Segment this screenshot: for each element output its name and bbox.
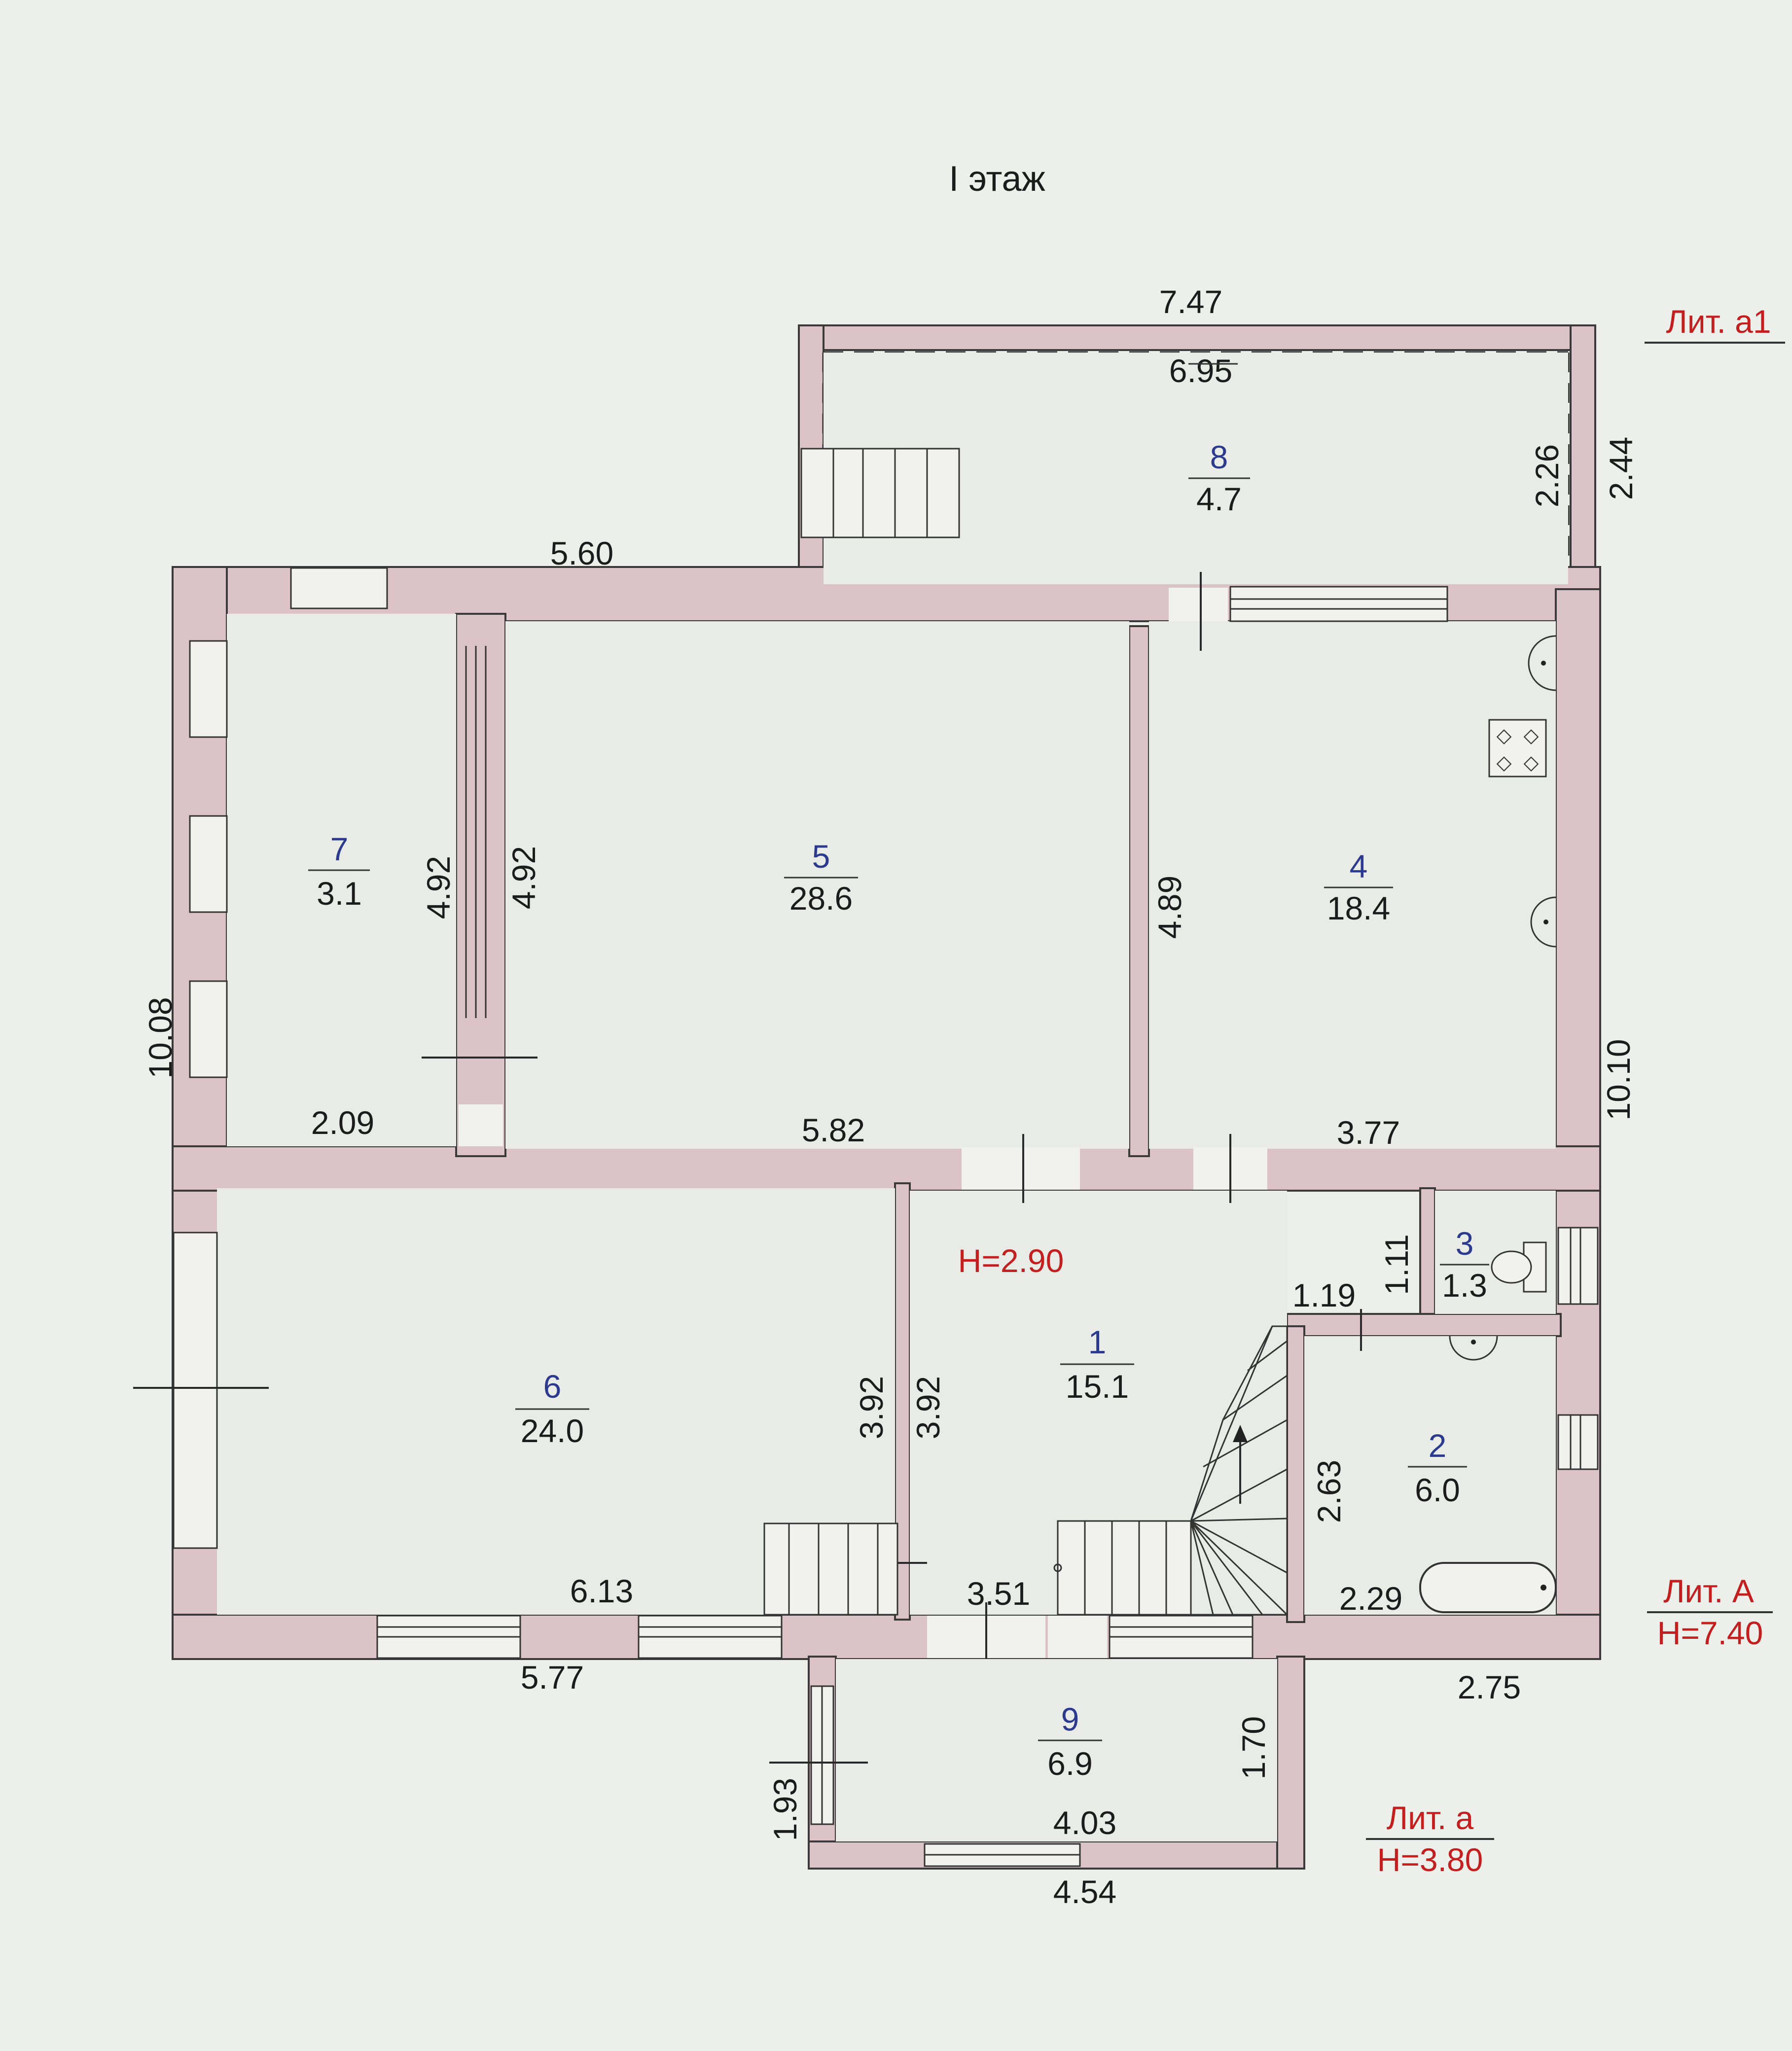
windows [133, 567, 1599, 1659]
room-area: 6.9 [1047, 1745, 1093, 1782]
dimension-label: 4.92 [420, 856, 457, 919]
dimension-label: 1.93 [767, 1778, 803, 1841]
ceiling-height-label: H=2.90 [958, 1242, 1064, 1279]
room-6-label: 6 24.0 [515, 1368, 589, 1449]
liter-height: H=7.40 [1657, 1615, 1763, 1651]
dimension-label: 4.92 [505, 846, 542, 909]
toilet-icon [1491, 1241, 1547, 1293]
room-7-label: 7 3.1 [308, 831, 370, 912]
wall-liter-a [769, 1656, 1305, 1870]
liter-name: Лит. а1 [1666, 303, 1771, 340]
room-4-label: 4 18.4 [1324, 848, 1393, 926]
dimension-label: 5.60 [550, 535, 613, 571]
dimension-label: 2.26 [1529, 444, 1565, 507]
room-area: 15.1 [1066, 1368, 1129, 1405]
liter-A-label: Лит. А H=7.40 [1647, 1573, 1773, 1651]
room-number: 6 [543, 1368, 562, 1405]
bathtub-icon [1419, 1562, 1557, 1613]
stairs-room-1 [1053, 1325, 1288, 1616]
room-number: 3 [1456, 1225, 1474, 1262]
doors [422, 572, 1362, 1674]
dimension-label: 4.03 [1053, 1804, 1116, 1841]
dimension-label: 2.75 [1458, 1669, 1521, 1705]
dimension-label: 3.92 [853, 1376, 890, 1439]
sink-icon [1449, 1336, 1498, 1361]
liter-name: Лит. а [1387, 1800, 1474, 1836]
room-area: 28.6 [789, 880, 853, 917]
room-area: 3.1 [317, 875, 362, 912]
room-area: 4.7 [1196, 481, 1242, 517]
dimension-label: 3.92 [910, 1376, 946, 1439]
liter-name: Лит. А [1663, 1573, 1754, 1609]
room-number: 8 [1210, 439, 1228, 475]
dimension-label: 4.54 [1053, 1874, 1116, 1910]
page-title: I этаж [949, 159, 1045, 199]
room-number: 1 [1088, 1324, 1107, 1360]
liter-a1-label: Лит. а1 [1645, 303, 1785, 344]
liter-height: H=3.80 [1377, 1841, 1483, 1878]
svg-text:◇: ◇ [1497, 752, 1512, 774]
dimension-label: 1.11 [1378, 1234, 1415, 1295]
dimension-label: 1.70 [1235, 1716, 1272, 1779]
room-number: 5 [812, 838, 830, 875]
room-5-label: 5 28.6 [784, 838, 858, 917]
svg-text:◇: ◇ [1497, 725, 1512, 746]
room-number: 2 [1429, 1427, 1447, 1464]
room-area: 18.4 [1327, 890, 1390, 926]
room-area: 24.0 [521, 1413, 584, 1449]
room-area: 1.3 [1442, 1267, 1487, 1304]
dimension-label: 5.82 [802, 1112, 865, 1148]
stairs-veranda [800, 448, 960, 538]
svg-text:◇: ◇ [1524, 752, 1539, 774]
room-2-label: 2 6.0 [1408, 1427, 1467, 1508]
dimension-label: 2.63 [1311, 1460, 1347, 1523]
stairs-room-6 [763, 1522, 898, 1616]
room-number: 7 [330, 831, 349, 867]
dimension-label: 10.08 [142, 997, 179, 1078]
svg-text:◇: ◇ [1524, 725, 1539, 746]
dimension-label: 4.89 [1151, 876, 1188, 939]
room-8-label: 8 4.7 [1188, 439, 1250, 517]
dimension-label: 3.51 [967, 1575, 1030, 1612]
fixtures: ◇ ◇ ◇ ◇ [1419, 635, 1557, 1613]
room-9-label: 9 6.9 [1038, 1701, 1102, 1782]
room-number: 4 [1350, 848, 1368, 884]
room-labels: 1 15.1 2 6.0 3 1.3 4 18.4 5 28.6 6 24.0 [308, 439, 1489, 1782]
dimension-label: 10.10 [1600, 1039, 1637, 1120]
dimension-label: 2.44 [1603, 437, 1639, 500]
dimension-label: 5.77 [521, 1659, 584, 1696]
stove-icon: ◇ ◇ ◇ ◇ [1488, 719, 1547, 778]
liter-a-label: Лит. а H=3.80 [1366, 1800, 1494, 1878]
dimension-label: 7.47 [1159, 283, 1222, 320]
dimension-label: 2.09 [311, 1104, 374, 1141]
dimension-label: 6.95 [1169, 353, 1232, 389]
dimension-label: 2.29 [1339, 1580, 1402, 1617]
room-3-label: 3 1.3 [1440, 1225, 1489, 1304]
dimension-label: 6.13 [570, 1573, 633, 1609]
dimension-label: 3.77 [1337, 1114, 1400, 1151]
room-number: 9 [1061, 1701, 1079, 1737]
dimension-label: 1.19 [1292, 1277, 1356, 1313]
room-interiors [217, 353, 1568, 1615]
room-area: 6.0 [1415, 1472, 1460, 1508]
room-1-label: 1 15.1 [1060, 1324, 1134, 1405]
dimensions: 7.47 6.95 2.26 2.44 5.60 4.92 4.92 4.89 … [142, 283, 1639, 1910]
